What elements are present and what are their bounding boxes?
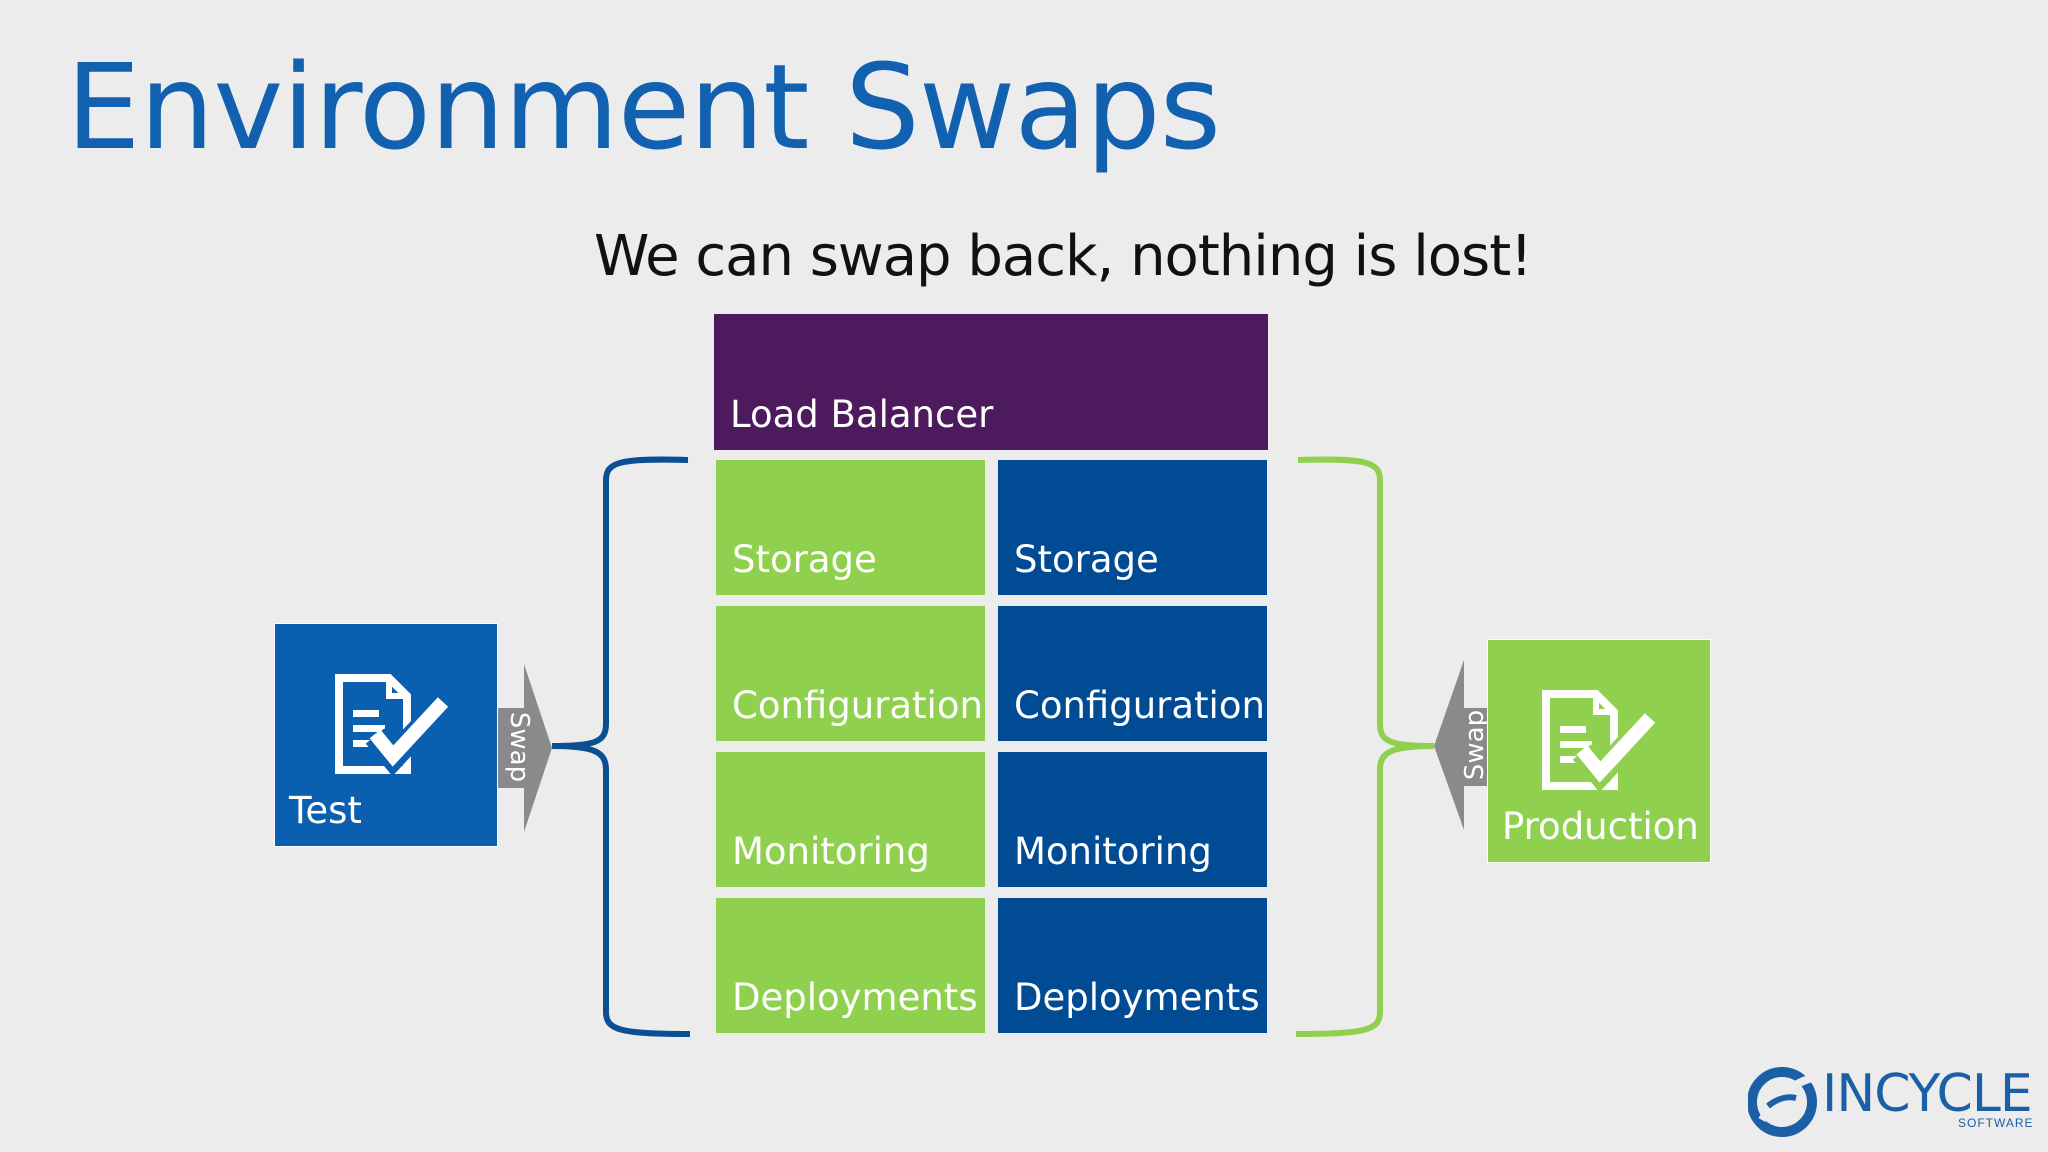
blue-configuration-tile: Configuration [998,606,1267,741]
blue-deployments-tile: Deployments [998,898,1267,1033]
test-environment-tile: Test [274,623,498,847]
blue-monitoring-tile: Monitoring [998,752,1267,887]
document-check-icon [335,674,452,777]
production-environment-label: Production [1502,805,1699,848]
right-brace [1295,456,1435,1037]
green-monitoring-label: Monitoring [732,830,930,873]
green-monitoring-tile: Monitoring [716,752,985,887]
blue-deployments-label: Deployments [1014,976,1260,1019]
swap-right-label: Swap [1460,709,1491,781]
green-deployments-tile: Deployments [716,898,985,1033]
blue-storage-label: Storage [1014,538,1159,581]
left-brace [551,456,691,1037]
incycle-logo-sub: SOFTWARE [1958,1116,2034,1130]
swap-arrow-right-body [1434,660,1494,830]
blue-monitoring-label: Monitoring [1014,830,1212,873]
blue-storage-tile: Storage [998,460,1267,595]
load-balancer-tile: Load Balancer [714,314,1268,450]
test-environment-label: Test [289,789,362,832]
swap-arrow-left-body [496,664,552,832]
green-configuration-tile: Configuration [716,606,985,741]
incycle-logo-text: INCYCLE [1822,1064,2033,1124]
production-environment-tile: Production [1487,639,1711,863]
green-configuration-label: Configuration [732,684,983,727]
slide-subtitle: We can swap back, nothing is lost! [594,224,1533,289]
blue-configuration-label: Configuration [1014,684,1265,727]
slide-title: Environment Swaps [66,38,1221,176]
green-storage-label: Storage [732,538,877,581]
document-check-icon [1542,690,1659,793]
green-storage-tile: Storage [716,460,985,595]
green-deployments-label: Deployments [732,976,978,1019]
swap-left-label: Swap [504,711,535,783]
incycle-logo-icon [1748,1067,1817,1137]
load-balancer-label: Load Balancer [730,393,994,436]
